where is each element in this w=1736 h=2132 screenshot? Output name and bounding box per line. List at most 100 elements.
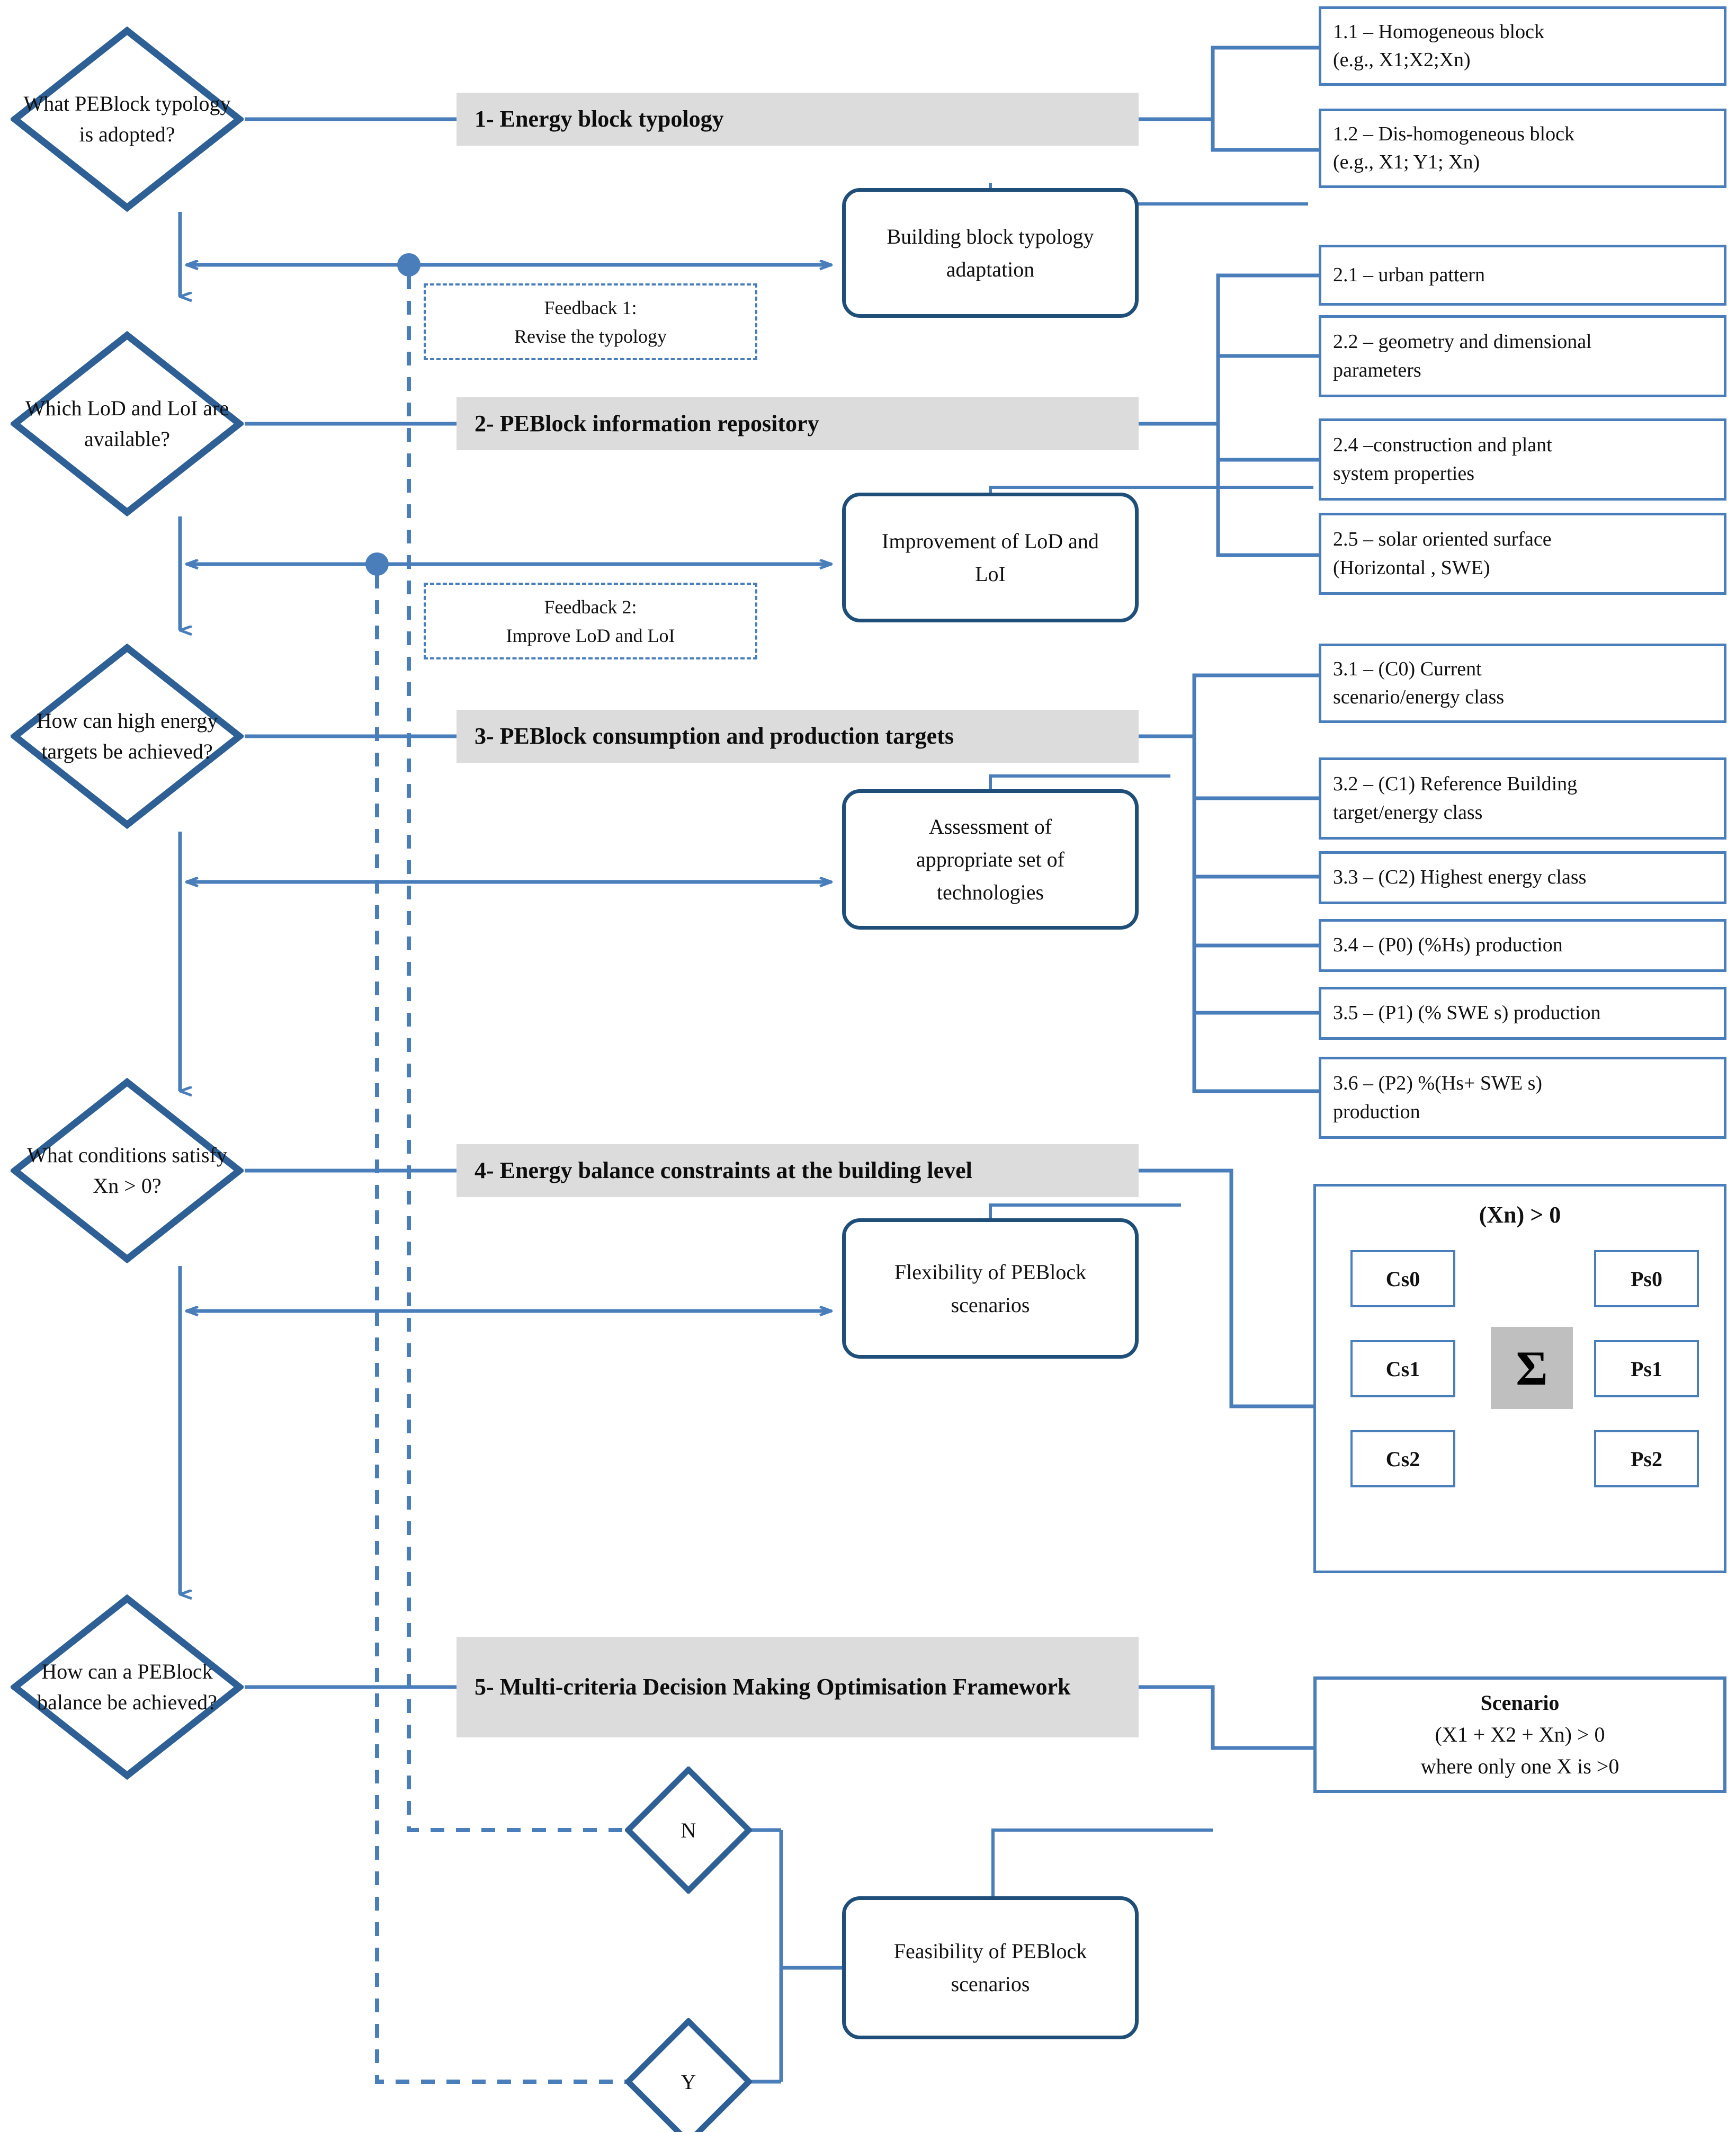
list-item-3-3[interactable]: 3.3 – (C2) Highest energy class xyxy=(1319,851,1726,904)
list-line-1: 3.5 – (P1) (% SWE s) production xyxy=(1333,1002,1601,1024)
feedback-text: Feedback 2: Improve LoD and LoI xyxy=(506,593,675,650)
stage-bar-label: 4- Energy balance constraints at the bui… xyxy=(475,1157,972,1184)
list-item-3-1[interactable]: 3.1 – (C0) Current scenario/energy class xyxy=(1319,644,1726,723)
list-line-1: 1.2 – Dis-homogeneous block xyxy=(1333,122,1574,145)
decision-yes-node[interactable]: Y xyxy=(625,2018,752,2132)
sigma-summation-node: Σ xyxy=(1491,1327,1573,1409)
diamond-shape xyxy=(11,1594,244,1780)
list-line-1: 2.1 – urban pattern xyxy=(1333,263,1486,286)
list-line-2: parameters xyxy=(1333,359,1421,381)
matrix-cell-cs1[interactable]: Cs1 xyxy=(1350,1340,1455,1397)
process-label: Feasibility of PEBlock scenarios xyxy=(893,1939,1087,1996)
stage-bar-4[interactable]: 4- Energy balance constraints at the bui… xyxy=(457,1144,1139,1197)
decision-label: Y xyxy=(681,2069,696,2094)
decision-lod-loi[interactable]: Which LoD and LoI are available? xyxy=(11,331,244,516)
process-label: Flexibility of PEBlock scenarios xyxy=(894,1260,1087,1317)
scenario-result-box[interactable]: Scenario (X1 + X2 + Xn) > 0 where only o… xyxy=(1313,1676,1726,1793)
stage-bar-3[interactable]: 3- PEBlock consumption and production ta… xyxy=(457,710,1139,763)
list-line-1: 2.5 – solar oriented surface xyxy=(1333,528,1552,551)
feedback-box-1: Feedback 1: Revise the typology xyxy=(424,283,757,360)
scenario-line-1: Scenario xyxy=(1480,1691,1560,1715)
matrix-cell-ps2[interactable]: Ps2 xyxy=(1594,1430,1699,1487)
matrix-cell-ps0[interactable]: Ps0 xyxy=(1594,1250,1699,1307)
list-item-text: 1.1 – Homogeneous block (e.g., X1;X2;Xn) xyxy=(1321,18,1544,74)
process-assessment-technologies[interactable]: Assessment of appropriate set of technol… xyxy=(842,789,1139,930)
list-line-1: 2.2 – geometry and dimensional xyxy=(1333,331,1592,353)
feedback-box-2: Feedback 2: Improve LoD and LoI xyxy=(424,583,757,659)
feedback-line-2: Improve LoD and LoI xyxy=(506,625,675,646)
list-item-1-1[interactable]: 1.1 – Homogeneous block (e.g., X1;X2;Xn) xyxy=(1319,6,1726,86)
process-label: Building block typology adaptation xyxy=(887,224,1094,281)
diamond-shape xyxy=(11,26,244,212)
process-building-block-typology-adaptation[interactable]: Building block typology adaptation xyxy=(842,188,1139,318)
list-line-2: (e.g., X1;X2;Xn) xyxy=(1333,49,1471,71)
list-line-2: system properties xyxy=(1333,462,1475,485)
stage-bar-label: 2- PEBlock information repository xyxy=(475,411,819,437)
decision-label: N xyxy=(681,1818,696,1842)
decision-typology[interactable]: What PEBlock typology is adopted? xyxy=(11,26,244,212)
scenario-line-3: where only one X is >0 xyxy=(1420,1754,1619,1778)
list-item-2-5[interactable]: 2.5 – solar oriented surface (Horizontal… xyxy=(1319,513,1726,595)
decision-no-node[interactable]: N xyxy=(625,1767,752,1894)
process-flexibility-scenarios[interactable]: Flexibility of PEBlock scenarios xyxy=(842,1218,1139,1359)
list-item-2-2[interactable]: 2.2 – geometry and dimensional parameter… xyxy=(1319,315,1726,397)
list-line-1: 3.6 – (P2) %(Hs+ SWE s) xyxy=(1333,1072,1543,1095)
list-line-2: (Horizontal , SWE) xyxy=(1333,556,1490,579)
diamond-shape xyxy=(11,644,244,829)
list-item-1-2[interactable]: 1.2 – Dis-homogeneous block (e.g., X1; Y… xyxy=(1319,109,1726,188)
matrix-cell-cs0[interactable]: Cs0 xyxy=(1350,1250,1455,1307)
diamond-shape xyxy=(625,1767,752,1894)
matrix-cell-label: Cs0 xyxy=(1385,1266,1420,1291)
list-line-1: 3.1 – (C0) Current xyxy=(1333,657,1482,680)
list-line-1: 2.4 –construction and plant xyxy=(1333,434,1552,457)
process-feasibility-scenarios[interactable]: Feasibility of PEBlock scenarios xyxy=(842,1896,1139,2039)
stage-bar-label: 1- Energy block typology xyxy=(475,106,724,132)
scenario-text: Scenario (X1 + X2 + Xn) > 0 where only o… xyxy=(1421,1687,1619,1782)
list-item-text: 3.5 – (P1) (% SWE s) production xyxy=(1321,999,1601,1027)
list-item-3-2[interactable]: 3.2 – (C1) Reference Building target/ene… xyxy=(1319,757,1726,840)
list-item-text: 3.2 – (C1) Reference Building target/ene… xyxy=(1321,770,1577,826)
list-item-3-6[interactable]: 3.6 – (P2) %(Hs+ SWE s) production xyxy=(1319,1057,1726,1139)
list-item-text: 3.4 – (P0) (%Hs) production xyxy=(1321,931,1563,959)
process-improvement-lod-loi[interactable]: Improvement of LoD and LoI xyxy=(842,493,1139,622)
feedback-line-1: Feedback 1: xyxy=(544,297,637,318)
stage-bar-2[interactable]: 2- PEBlock information repository xyxy=(457,397,1139,450)
list-line-1: 3.4 – (P0) (%Hs) production xyxy=(1333,934,1563,957)
feedback-line-1: Feedback 2: xyxy=(544,596,637,618)
process-label: Improvement of LoD and LoI xyxy=(882,529,1099,586)
stage-bar-5[interactable]: 5- Multi-criteria Decision Making Optimi… xyxy=(457,1637,1139,1737)
list-item-2-1[interactable]: 2.1 – urban pattern xyxy=(1319,245,1726,306)
decision-label: What conditions satisfy Xn > 0? xyxy=(27,1143,227,1198)
matrix-title: (Xn) > 0 xyxy=(1479,1202,1561,1228)
scenario-line-2: (X1 + X2 + Xn) > 0 xyxy=(1435,1723,1605,1746)
decision-conditions-xn[interactable]: What conditions satisfy Xn > 0? xyxy=(11,1078,244,1263)
decision-peblock-balance[interactable]: How can a PEBlock balance be achieved? xyxy=(11,1594,244,1780)
list-item-text: 3.1 – (C0) Current scenario/energy class xyxy=(1321,655,1504,711)
matrix-cell-label: Cs1 xyxy=(1385,1357,1420,1381)
list-line-1: 3.3 – (C2) Highest energy class xyxy=(1333,866,1587,889)
matrix-cell-ps1[interactable]: Ps1 xyxy=(1594,1340,1699,1397)
diamond-shape xyxy=(11,1078,244,1263)
feedback-line-2: Revise the typology xyxy=(514,325,667,347)
matrix-cell-label: Ps1 xyxy=(1631,1357,1662,1381)
matrix-cell-label: Cs2 xyxy=(1385,1447,1420,1471)
list-item-text: 3.3 – (C2) Highest energy class xyxy=(1321,863,1586,891)
list-line-2: production xyxy=(1333,1100,1420,1123)
decision-energy-targets[interactable]: How can high energy targets be achieved? xyxy=(11,644,244,829)
list-item-text: 2.2 – geometry and dimensional parameter… xyxy=(1321,328,1592,384)
decision-label: What PEBlock typology is adopted? xyxy=(23,92,231,146)
diamond-shape xyxy=(625,2018,752,2132)
matrix-cell-label: Ps0 xyxy=(1631,1266,1662,1291)
list-item-3-4[interactable]: 3.4 – (P0) (%Hs) production xyxy=(1319,919,1726,972)
stage-bar-1[interactable]: 1- Energy block typology xyxy=(457,93,1139,146)
decision-label: How can a PEBlock balance be achieved? xyxy=(37,1660,217,1714)
list-item-2-4[interactable]: 2.4 –construction and plant system prope… xyxy=(1319,418,1726,501)
feedback-text: Feedback 1: Revise the typology xyxy=(514,293,667,351)
list-item-text: 2.1 – urban pattern xyxy=(1321,261,1485,289)
list-line-2: scenario/energy class xyxy=(1333,686,1505,708)
list-item-text: 3.6 – (P2) %(Hs+ SWE s) production xyxy=(1321,1069,1542,1126)
matrix-cell-cs2[interactable]: Cs2 xyxy=(1350,1430,1455,1487)
list-line-1: 3.2 – (C1) Reference Building xyxy=(1333,773,1578,796)
list-item-3-5[interactable]: 3.5 – (P1) (% SWE s) production xyxy=(1319,987,1726,1040)
list-line-2: target/energy class xyxy=(1333,801,1483,824)
